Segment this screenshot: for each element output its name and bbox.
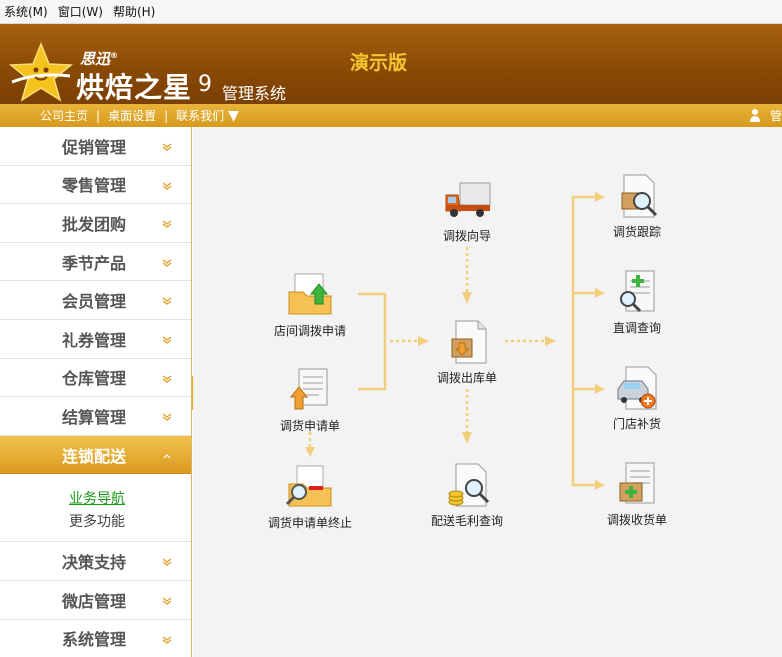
company-home-link[interactable]: 公司主页 xyxy=(40,109,89,123)
brand-system-label: 管理系统 xyxy=(222,84,287,103)
chevron-down-icon xyxy=(162,182,172,190)
chevron-down-icon xyxy=(162,143,172,151)
contact-us-link[interactable]: 联系我们 xyxy=(176,109,225,123)
car-add-icon xyxy=(617,366,657,410)
chevron-down-icon xyxy=(162,259,172,267)
sidebar-item-label: 零售管理 xyxy=(62,176,127,196)
chevron-down-icon xyxy=(162,336,172,344)
node-caption: 调拨收货单 xyxy=(606,513,667,527)
flow-connectors xyxy=(305,192,605,490)
sidebar-item-label: 会员管理 xyxy=(62,292,127,312)
business-flow-panel: 调拨向导 店间调拨申请 调货申请单 调货申请单终止 xyxy=(193,127,782,657)
sidebar-item-promotion[interactable]: 促销管理 xyxy=(0,127,191,166)
node-caption: 店间调拨申请 xyxy=(273,324,346,338)
sidebar-item-retail[interactable]: 零售管理 xyxy=(0,166,191,205)
user-menu[interactable]: 管 xyxy=(748,107,782,124)
chevron-down-icon xyxy=(162,558,172,567)
sidebar-item-member[interactable]: 会员管理 xyxy=(0,281,191,320)
sidebar-item-seasonal[interactable]: 季节产品 xyxy=(0,243,191,282)
document-search-add-icon xyxy=(620,270,655,313)
terminate-request-node[interactable]: 调货申请单终止 xyxy=(255,462,365,531)
user-icon xyxy=(748,108,762,123)
sidebar-item-label: 礼券管理 xyxy=(62,330,127,350)
chevron-down-icon xyxy=(162,597,172,605)
chevron-down-icon xyxy=(162,375,172,383)
link-separator: | xyxy=(164,108,169,123)
sidebar: 促销管理 零售管理 批发团购 季节产品 会员管理 礼券管理 仓库管理 结算管理 … xyxy=(0,127,192,657)
node-caption: 调拨向导 xyxy=(442,229,491,243)
sidebar-item-label: 连锁配送 xyxy=(62,446,127,466)
store-transfer-request-node[interactable]: 店间调拨申请 xyxy=(255,270,365,339)
chevron-down-icon xyxy=(162,635,172,644)
brand-company: 思迅® xyxy=(80,50,119,68)
transfer-wizard-node[interactable]: 调拨向导 xyxy=(412,175,522,244)
folder-upload-icon xyxy=(288,273,332,315)
node-caption: 调货申请单终止 xyxy=(267,516,352,530)
document-box-icon xyxy=(451,320,487,364)
folder-search-remove-icon xyxy=(285,465,332,507)
sidebar-item-chain-distribution[interactable]: 连锁配送 xyxy=(0,435,191,475)
sidebar-item-label: 结算管理 xyxy=(62,407,127,427)
sidebar-item-decision-support[interactable]: 决策支持 xyxy=(0,542,191,581)
node-caption: 调货申请单 xyxy=(279,419,340,433)
menu-help[interactable]: 帮助(H) xyxy=(112,5,156,19)
more-functions-link[interactable]: 更多功能 xyxy=(69,514,125,531)
sidebar-item-label: 批发团购 xyxy=(62,214,127,234)
node-caption: 直调查询 xyxy=(612,321,661,335)
desktop-settings-link[interactable]: 桌面设置 xyxy=(108,109,157,123)
document-magnifier-icon xyxy=(621,174,658,218)
node-caption: 门店补货 xyxy=(612,417,661,431)
transfer-tracking-node[interactable]: 调货跟踪 xyxy=(582,171,692,240)
store-replenish-node[interactable]: 门店补货 xyxy=(582,363,692,432)
truck-icon xyxy=(445,182,491,217)
star-logo-icon xyxy=(9,42,73,102)
sidebar-item-wholesale[interactable]: 批发团购 xyxy=(0,204,191,243)
node-caption: 调拨出库单 xyxy=(436,371,497,385)
sidebar-item-label: 决策支持 xyxy=(62,553,127,573)
sidebar-item-label: 季节产品 xyxy=(62,253,127,273)
transfer-out-order-node[interactable]: 调拨出库单 xyxy=(412,317,522,386)
demo-label: 演示版 xyxy=(350,52,408,74)
sidebar-item-voucher[interactable]: 礼券管理 xyxy=(0,320,191,359)
sidebar-item-label: 促销管理 xyxy=(62,137,127,157)
transfer-receipt-node[interactable]: 调拨收货单 xyxy=(582,459,692,528)
user-label: 管 xyxy=(769,109,782,123)
document-upload-icon xyxy=(289,368,328,410)
chevron-up-icon xyxy=(163,453,171,459)
sidebar-item-micro-store[interactable]: 微店管理 xyxy=(0,581,191,620)
node-caption: 配送毛利查询 xyxy=(430,514,503,528)
transfer-request-form-node[interactable]: 调货申请单 xyxy=(255,365,365,434)
document-box-add-icon xyxy=(619,462,655,504)
link-separator: | xyxy=(96,108,101,123)
sidebar-subpanel: 业务导航 更多功能 xyxy=(0,474,191,543)
menu-system[interactable]: 系统(M) xyxy=(4,5,48,19)
chevron-down-icon xyxy=(162,220,172,229)
document-search-coins-icon xyxy=(448,463,490,507)
menu-window[interactable]: 窗口(W) xyxy=(57,5,103,19)
sidebar-item-label: 仓库管理 xyxy=(62,369,127,389)
brand-header: 思迅® 烘焙之星 9 管理系统 演示版 xyxy=(0,24,782,104)
brand-product: 烘焙之星 xyxy=(76,71,193,104)
node-caption: 调货跟踪 xyxy=(612,225,661,239)
sidebar-item-label: 微店管理 xyxy=(62,591,127,611)
sidebar-item-label: 系统管理 xyxy=(62,630,127,650)
sidebar-item-system[interactable]: 系统管理 xyxy=(0,620,191,657)
direct-transfer-query-node[interactable]: 直调查询 xyxy=(582,267,692,336)
sidebar-item-settlement[interactable]: 结算管理 xyxy=(0,397,191,436)
gross-margin-query-node[interactable]: 配送毛利查询 xyxy=(412,460,522,529)
chevron-down-icon xyxy=(162,297,172,306)
contact-dropdown-icon[interactable]: ▼ xyxy=(228,107,239,124)
brand-version: 9 xyxy=(198,72,212,97)
sidebar-item-warehouse[interactable]: 仓库管理 xyxy=(0,359,191,398)
link-bar: 公司主页 | 桌面设置 | 联系我们 ▼ 管 xyxy=(0,104,782,127)
business-navigation-link[interactable]: 业务导航 xyxy=(69,491,125,508)
chevron-down-icon xyxy=(162,413,172,422)
menu-bar: 系统(M) 窗口(W) 帮助(H) xyxy=(0,0,782,24)
